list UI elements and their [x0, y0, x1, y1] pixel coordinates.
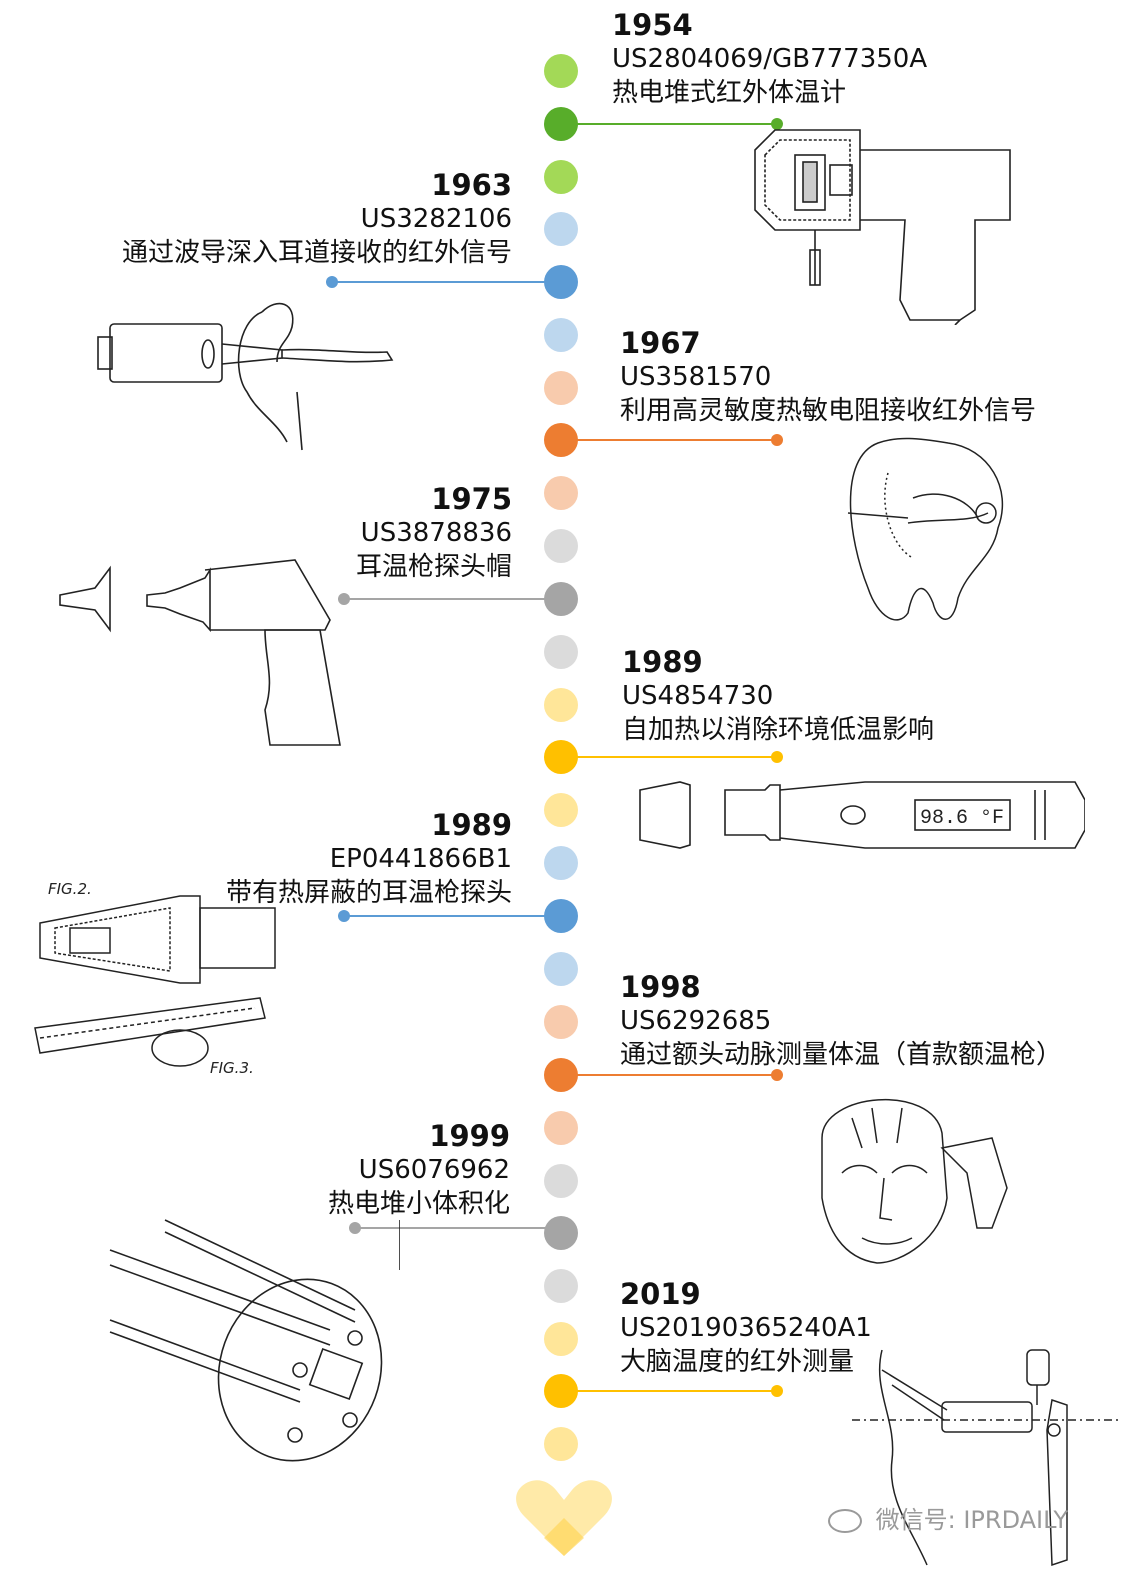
connector-line [561, 1069, 783, 1081]
timeline-dot [544, 371, 578, 405]
entry-description: 通过额头动脉测量体温（首款额温枪） [620, 1040, 1063, 1070]
connector-end-dot [771, 751, 783, 763]
entry-patent-number: US4854730 [622, 681, 774, 711]
connector-line [338, 593, 561, 605]
entry-description: 通过波导深入耳道接收的红外信号 [121, 238, 512, 268]
connector-line [561, 434, 783, 446]
entry-description: 热电堆式红外体温计 [612, 78, 847, 108]
entry-1989-ep: 1989 EP0441866B1 带有热屏蔽的耳温枪探头 [226, 808, 512, 910]
connector-end-dot [338, 910, 350, 922]
entry-year: 1967 [620, 326, 701, 360]
timeline-dot [544, 54, 578, 88]
timeline-dot [544, 529, 578, 563]
connector-end-dot [771, 118, 783, 130]
entry-1975: 1975 US3878836 耳温枪探头帽 [356, 482, 512, 584]
connector-line [561, 118, 783, 130]
timeline-dot [544, 688, 578, 722]
timeline-dot [544, 1164, 578, 1198]
entry-description: 利用高灵敏度热敏电阻接收红外信号 [620, 396, 1037, 426]
entry-2019: 2019 US20190365240A1 大脑温度的红外测量 [620, 1277, 872, 1379]
connector-line [349, 1222, 561, 1234]
timeline-dot [544, 1322, 578, 1356]
entry-patent-number: US2804069/GB777350A [612, 44, 928, 74]
timeline-dot [544, 793, 578, 827]
entry-description: 大脑温度的红外测量 [620, 1347, 855, 1377]
entry-year: 1954 [612, 8, 693, 42]
entry-year: 1963 [431, 168, 512, 202]
timeline-dot [544, 635, 578, 669]
connector-line [561, 751, 783, 763]
patent-drawing-2019 [852, 1330, 1122, 1570]
patent-drawing-1999 [100, 1210, 400, 1480]
connector-end-dot [771, 434, 783, 446]
entry-year: 2019 [620, 1277, 701, 1311]
connector-end-dot [349, 1222, 361, 1234]
patent-drawing-1967 [818, 428, 1028, 633]
watermark: 微信号: IPRDAILY [828, 1500, 1068, 1535]
patent-drawing-1963 [62, 282, 397, 452]
entry-1999: 1999 US6076962 热电堆小体积化 [328, 1119, 510, 1221]
entry-description: 耳温枪探头帽 [355, 552, 512, 582]
patent-drawing-1975 [55, 550, 350, 750]
patent-drawing-1989-us: 98.6 °F [615, 760, 1085, 865]
timeline-dot [544, 1269, 578, 1303]
entry-patent-number: EP0441866B1 [329, 844, 512, 874]
timeline-dot [544, 318, 578, 352]
connector-end-dot [326, 276, 338, 288]
connector-line [338, 910, 561, 922]
patent-drawing-1998 [792, 1078, 1032, 1268]
connector-end-dot [338, 593, 350, 605]
connector-end-dot [771, 1069, 783, 1081]
entry-1998: 1998 US6292685 通过额头动脉测量体温（首款额温枪） [620, 970, 1062, 1072]
connector-end-dot [771, 1385, 783, 1397]
entry-description: 热电堆小体积化 [327, 1189, 510, 1219]
patent-drawing-1954 [745, 110, 1020, 325]
entry-year: 1989 [622, 645, 703, 679]
timeline-dot [544, 212, 578, 246]
timeline-dot [544, 1005, 578, 1039]
timeline-dot [544, 1216, 578, 1250]
wechat-icon [828, 1509, 862, 1533]
entry-1989-us: 1989 US4854730 自加热以消除环境低温影响 [622, 645, 934, 747]
entry-description: 带有热屏蔽的耳温枪探头 [225, 878, 512, 908]
fig2-label: FIG.2. [48, 880, 92, 898]
timeline-dot [544, 1111, 578, 1145]
entry-patent-number: US20190365240A1 [620, 1313, 872, 1343]
entry-year: 1975 [431, 482, 512, 516]
timeline-dot [544, 952, 578, 986]
entry-year: 1989 [431, 808, 512, 842]
patent-drawing-1989-ep: FIG.2. FIG.3. [20, 868, 280, 1083]
entry-1954: 1954 US2804069/GB777350A 热电堆式红外体温计 [612, 8, 927, 110]
entry-patent-number: US6076962 [358, 1155, 510, 1185]
connector-line [561, 1385, 783, 1397]
timeline-dot [544, 160, 578, 194]
entry-patent-number: US3581570 [620, 362, 772, 392]
entry-patent-number: US6292685 [620, 1006, 772, 1036]
fig3-label: FIG.3. [210, 1059, 254, 1077]
entry-1963: 1963 US3282106 通过波导深入耳道接收的红外信号 [122, 168, 512, 270]
connector-line [326, 276, 561, 288]
watermark-text: 微信号: IPRDAILY [875, 1506, 1068, 1534]
entry-patent-number: US3282106 [360, 204, 512, 234]
entry-1967: 1967 US3581570 利用高灵敏度热敏电阻接收红外信号 [620, 326, 1036, 428]
entry-patent-number: US3878836 [360, 518, 512, 548]
thermometer-display-text: 98.6 °F [920, 807, 1004, 830]
timeline-end-chevron [512, 1478, 616, 1558]
entry-year: 1999 [429, 1119, 510, 1153]
timeline-dot [544, 846, 578, 880]
entry-description: 自加热以消除环境低温影响 [622, 715, 935, 745]
timeline-dot [544, 476, 578, 510]
entry-year: 1998 [620, 970, 701, 1004]
timeline-dot [544, 1427, 578, 1461]
